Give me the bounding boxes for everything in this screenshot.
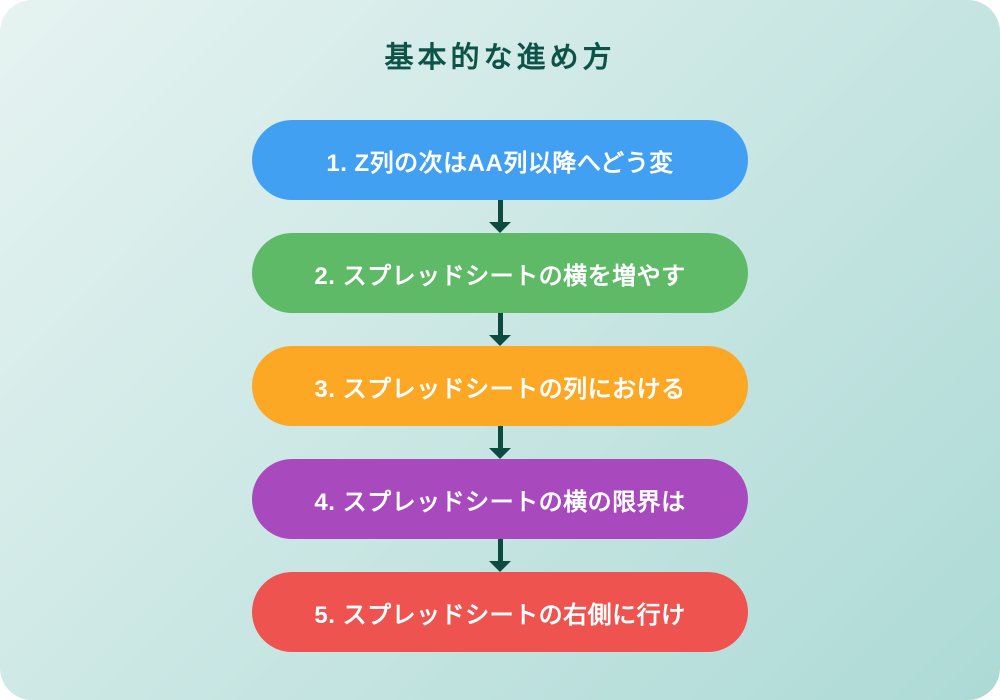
arrow-stem [497, 426, 503, 448]
arrow-stem [497, 539, 503, 561]
arrow-head [489, 335, 511, 346]
step-1: 1. Z列の次はAA列以降へどう変 [252, 120, 748, 200]
arrow-down-icon-1 [489, 200, 511, 233]
arrow-head [489, 448, 511, 459]
step-3: 3. スプレッドシートの列における [252, 346, 748, 426]
step-2: 2. スプレッドシートの横を増やす [252, 233, 748, 313]
arrow-down-icon-3 [489, 426, 511, 459]
step-4: 4. スプレッドシートの横の限界は [252, 459, 748, 539]
step-5: 5. スプレッドシートの右側に行け [252, 572, 748, 652]
arrow-head [489, 561, 511, 572]
arrow-stem [497, 313, 503, 335]
arrow-down-icon-4 [489, 539, 511, 572]
arrow-down-icon-2 [489, 313, 511, 346]
arrow-head [489, 222, 511, 233]
flowchart: 1. Z列の次はAA列以降へどう変 2. スプレッドシートの横を増やす 3. ス… [0, 120, 1000, 652]
page-title: 基本的な進め方 [384, 42, 616, 74]
arrow-stem [497, 200, 503, 222]
